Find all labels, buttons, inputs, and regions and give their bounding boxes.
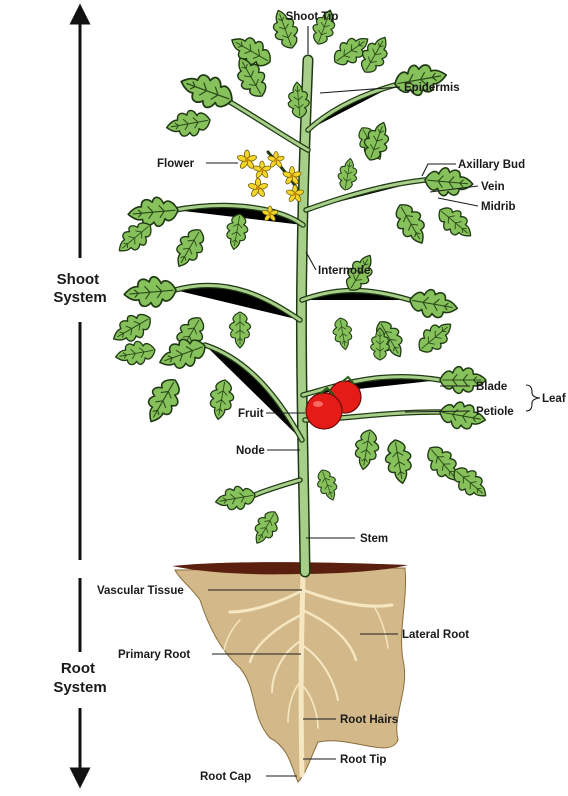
label-primary-root: Primary Root [118, 649, 190, 661]
label-vein: Vein [481, 181, 505, 193]
label-flower: Flower [157, 158, 195, 170]
label-epidermis: Epidermis [404, 82, 460, 94]
label-midrib: Midrib [481, 201, 516, 213]
shoot-system-label: Shoot System [53, 271, 106, 306]
flower [253, 161, 272, 179]
label-shoot-tip: Shoot Tip [286, 11, 339, 23]
label-root-tip: Root Tip [340, 754, 386, 766]
label-blade: Blade [476, 381, 507, 393]
label-root-hairs: Root Hairs [340, 714, 398, 726]
label-vascular-tissue: Vascular Tissue [97, 585, 184, 597]
label-stem: Stem [360, 533, 388, 545]
label-lateral-root: Lateral Root [402, 629, 469, 641]
label-leaf: Leaf [542, 393, 566, 405]
plant-stems [175, 60, 440, 572]
label-petiole: Petiole [476, 406, 514, 418]
label-node: Node [236, 445, 265, 457]
label-internode: Internode [318, 265, 370, 277]
root-system-label: Root System [53, 660, 106, 696]
flower [248, 178, 269, 198]
soil-body [175, 568, 406, 782]
label-root-cap: Root Cap [200, 771, 251, 783]
label-axillary-bud: Axillary Bud [458, 159, 525, 171]
label-fruit: Fruit [238, 408, 264, 420]
